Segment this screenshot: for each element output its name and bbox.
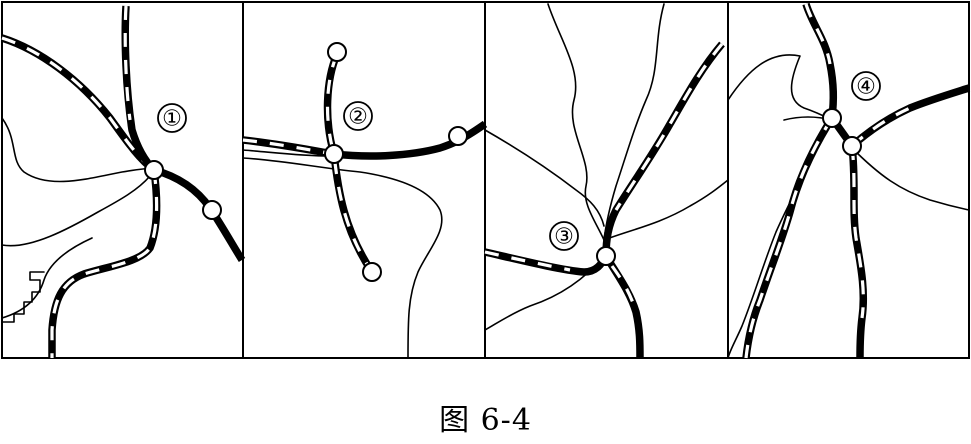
- railway-line-dash: [325, 53, 374, 273]
- station-circle-icon: [822, 108, 842, 128]
- river-line: [547, 3, 605, 241]
- river-line: [242, 149, 331, 157]
- panel-2-rivers: [242, 149, 443, 359]
- river-line: [1, 237, 93, 319]
- railway-line: [848, 145, 868, 359]
- river-line: [727, 54, 833, 121]
- panel-2-rails: [242, 52, 488, 275]
- panel-1: ①: [0, 1, 246, 359]
- railway-line-dash: [50, 169, 159, 358]
- river-line: [603, 179, 729, 241]
- panel-1-label: ①: [157, 103, 187, 133]
- panel-4-number: ④: [856, 75, 876, 100]
- railway-line-dash: [1, 36, 155, 172]
- railway-line: [602, 41, 725, 257]
- station-circle-icon: [842, 136, 862, 156]
- railway-line: [742, 116, 836, 359]
- railway-line: [849, 84, 971, 149]
- figure-caption: 图 6-4: [439, 403, 532, 438]
- coast-line: [1, 271, 45, 323]
- station-circle-icon: [327, 42, 347, 62]
- railway-line: [484, 248, 610, 276]
- panel-1-rivers: [1, 117, 159, 323]
- railway-line: [602, 254, 644, 359]
- station-circle-icon: [596, 246, 616, 266]
- river-line: [603, 3, 665, 241]
- panel-3: ③: [484, 1, 729, 359]
- panel-3-rails: [484, 41, 725, 359]
- railway-line-dash: [610, 265, 638, 313]
- station-circle-icon: [324, 144, 344, 164]
- railway-line-dash: [123, 5, 132, 121]
- panel-2-number: ②: [348, 105, 368, 130]
- railway-line-dash: [850, 145, 865, 319]
- panel-2-label: ②: [343, 101, 373, 131]
- railway-line-dash: [614, 42, 724, 211]
- panel-label-ring: [851, 71, 881, 101]
- panel-3-rivers: [484, 3, 729, 331]
- station-circle-icon: [448, 126, 468, 146]
- panel-4-frame: [727, 1, 970, 359]
- station-circle-icon: [144, 160, 164, 180]
- river-line: [242, 157, 443, 359]
- panel-3-number: ③: [554, 225, 574, 250]
- river-line: [484, 129, 605, 227]
- station-circle-icon: [362, 262, 382, 282]
- railway-line: [48, 169, 161, 358]
- panel-2: ②: [242, 1, 488, 359]
- panel-1-rails: [0, 5, 246, 358]
- railway-line: [152, 166, 246, 262]
- railway-line-dash: [744, 117, 834, 359]
- river-line: [851, 147, 970, 211]
- railway-line-dash: [804, 3, 832, 65]
- river-line: [1, 117, 159, 183]
- station-circle-icon: [202, 200, 222, 220]
- panel-3-label: ③: [549, 221, 579, 251]
- panel-3-frame: [484, 1, 729, 359]
- river-line: [1, 175, 151, 247]
- railway-line-dash: [484, 250, 571, 272]
- panel-4: ④: [727, 1, 971, 359]
- panel-2-frame: [242, 1, 486, 359]
- panel-label-ring: [343, 101, 373, 131]
- panel-1-number: ①: [162, 107, 182, 132]
- panel-4-label: ④: [851, 71, 881, 101]
- panel-4-rails: [742, 2, 971, 359]
- panel-label-ring: [157, 103, 187, 133]
- panel-label-ring: [549, 221, 579, 251]
